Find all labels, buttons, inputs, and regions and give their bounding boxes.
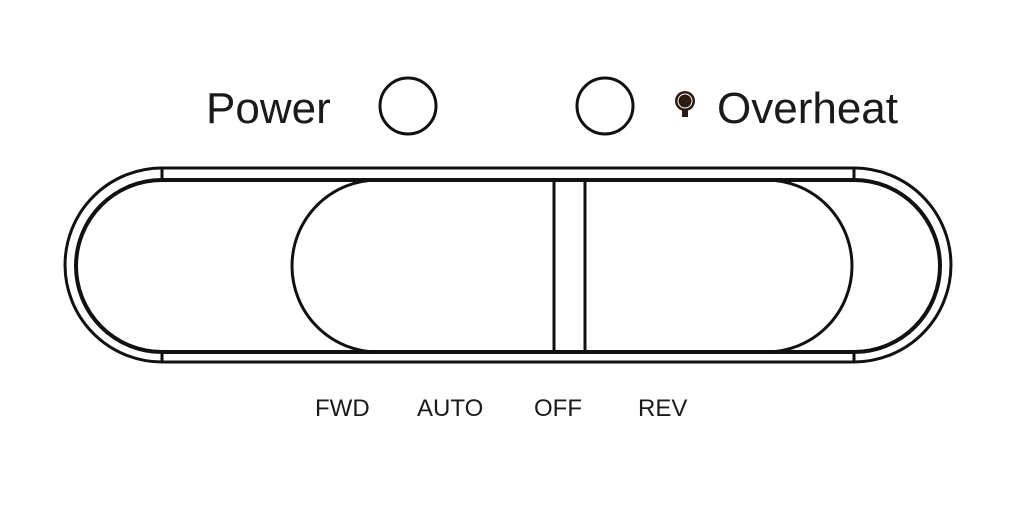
bulb-icon [675, 91, 695, 117]
overheat-indicator-light [575, 76, 635, 136]
position-label-rev: REV [638, 395, 687, 422]
overheat-label: Overheat [717, 84, 898, 133]
power-indicator-light [378, 76, 438, 136]
switch-track [74, 178, 942, 354]
switch-thumb-right-edge [765, 178, 854, 354]
switch-thumb-left-edge [290, 178, 379, 354]
power-label: Power [206, 84, 331, 133]
rocker-switch[interactable] [63, 166, 953, 364]
position-label-fwd: FWD [315, 395, 370, 422]
position-label-auto: AUTO [417, 395, 483, 422]
position-label-off: OFF [534, 395, 582, 422]
